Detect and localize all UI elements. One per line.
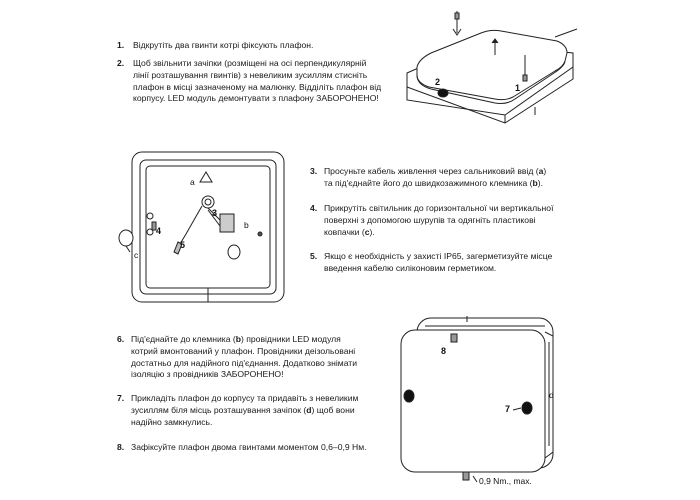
- step-number: 4.: [310, 203, 318, 213]
- label-7: 7: [505, 404, 510, 414]
- step-text-line: котрий вмонтований у плафон. Провідники …: [131, 345, 356, 356]
- step-text-line: поверхні з допомогою шурупів та одягніть…: [324, 214, 536, 225]
- step-2: 2. Щоб звільнити зачіпки (розміщені на о…: [117, 58, 407, 105]
- label-8: 8: [441, 346, 446, 356]
- step-5: 5. Якщо є необхідність у захисті IP65, з…: [310, 251, 590, 275]
- label-3: 3: [212, 208, 217, 218]
- step-text-line: корпусу. LED модуль демонтувати з плафон…: [133, 93, 379, 104]
- step-text: Зафіксуйте плафон двома гвинтами моменто…: [131, 442, 367, 452]
- step-text-line: та під'єднайте його до швидкозажимного к…: [324, 177, 544, 188]
- label-a: a: [190, 177, 195, 187]
- step-number: 3.: [310, 166, 318, 176]
- step-6: 6. Під'єднайте до клемника (b) провідник…: [117, 334, 397, 381]
- step-text-line: лінії розташування гвинтів) з невеликим …: [133, 69, 368, 80]
- figure-2-base-wiring: a 3 b 4 c 5: [118, 151, 285, 303]
- step-number: 2.: [117, 58, 125, 68]
- step-text: Відкрутіть два гвинти котрі фіксують пла…: [133, 40, 314, 50]
- label-1: 1: [515, 83, 520, 93]
- step-text-line: введення кабелю силіконовим герметиком.: [324, 262, 497, 273]
- step-text-line: плафон в місці зазначеному на малюнку. В…: [133, 81, 382, 92]
- step-text-line: Якщо є необхідність у захисті IP65, заге…: [324, 251, 553, 261]
- step-number: 6.: [117, 334, 125, 344]
- label-5: 5: [180, 240, 185, 250]
- step-text-line: зусиллям біля місць розташування зачіпок…: [131, 404, 355, 415]
- step-text-line: ковпачки (c).: [324, 226, 375, 237]
- step-1: 1. Відкрутіть два гвинти котрі фіксують …: [117, 40, 397, 52]
- label-d: d: [549, 390, 554, 400]
- step-number: 7.: [117, 393, 125, 403]
- label-b: b: [244, 220, 249, 230]
- step-text-line: надійно замкнулись.: [131, 416, 213, 427]
- step-text-line: ізоляцію з провідників ЗАБОРОНЕНО!: [131, 369, 284, 380]
- step-text-line: Прикрутіть світильник до горизонтальної …: [324, 203, 554, 213]
- label-c: c: [134, 250, 139, 260]
- step-text-line: достатньо для надійного під'єднання. Дод…: [131, 357, 358, 368]
- step-7: 7. Прикладіть плафон до корпусу та прида…: [117, 393, 397, 428]
- step-8: 8. Зафіксуйте плафон двома гвинтами моме…: [117, 442, 397, 454]
- step-text-line: Просуньте кабель живлення через сальнико…: [324, 166, 547, 176]
- step-text-line: Прикладіть плафон до корпусу та придавіт…: [131, 393, 359, 403]
- label-2: 2: [435, 77, 440, 87]
- step-3: 3. Просуньте кабель живлення через сальн…: [310, 166, 580, 190]
- step-text-line: Щоб звільнити зачіпки (розміщені на осі …: [133, 58, 367, 68]
- figure-1-luminaire-removal: 2 1: [406, 11, 578, 124]
- step-number: 5.: [310, 251, 318, 261]
- torque-label: 0,9 Nm., max.: [479, 476, 532, 486]
- label-4: 4: [156, 226, 161, 236]
- step-text-line: Під'єднайте до клемника (b) провідники L…: [131, 334, 341, 344]
- step-number: 1.: [117, 40, 125, 50]
- step-number: 8.: [117, 442, 125, 452]
- figure-3-lid-assembly: 8 7 d 0,9 Nm., max.: [400, 316, 554, 486]
- step-4: 4. Прикрутіть світильник до горизонтальн…: [310, 203, 590, 238]
